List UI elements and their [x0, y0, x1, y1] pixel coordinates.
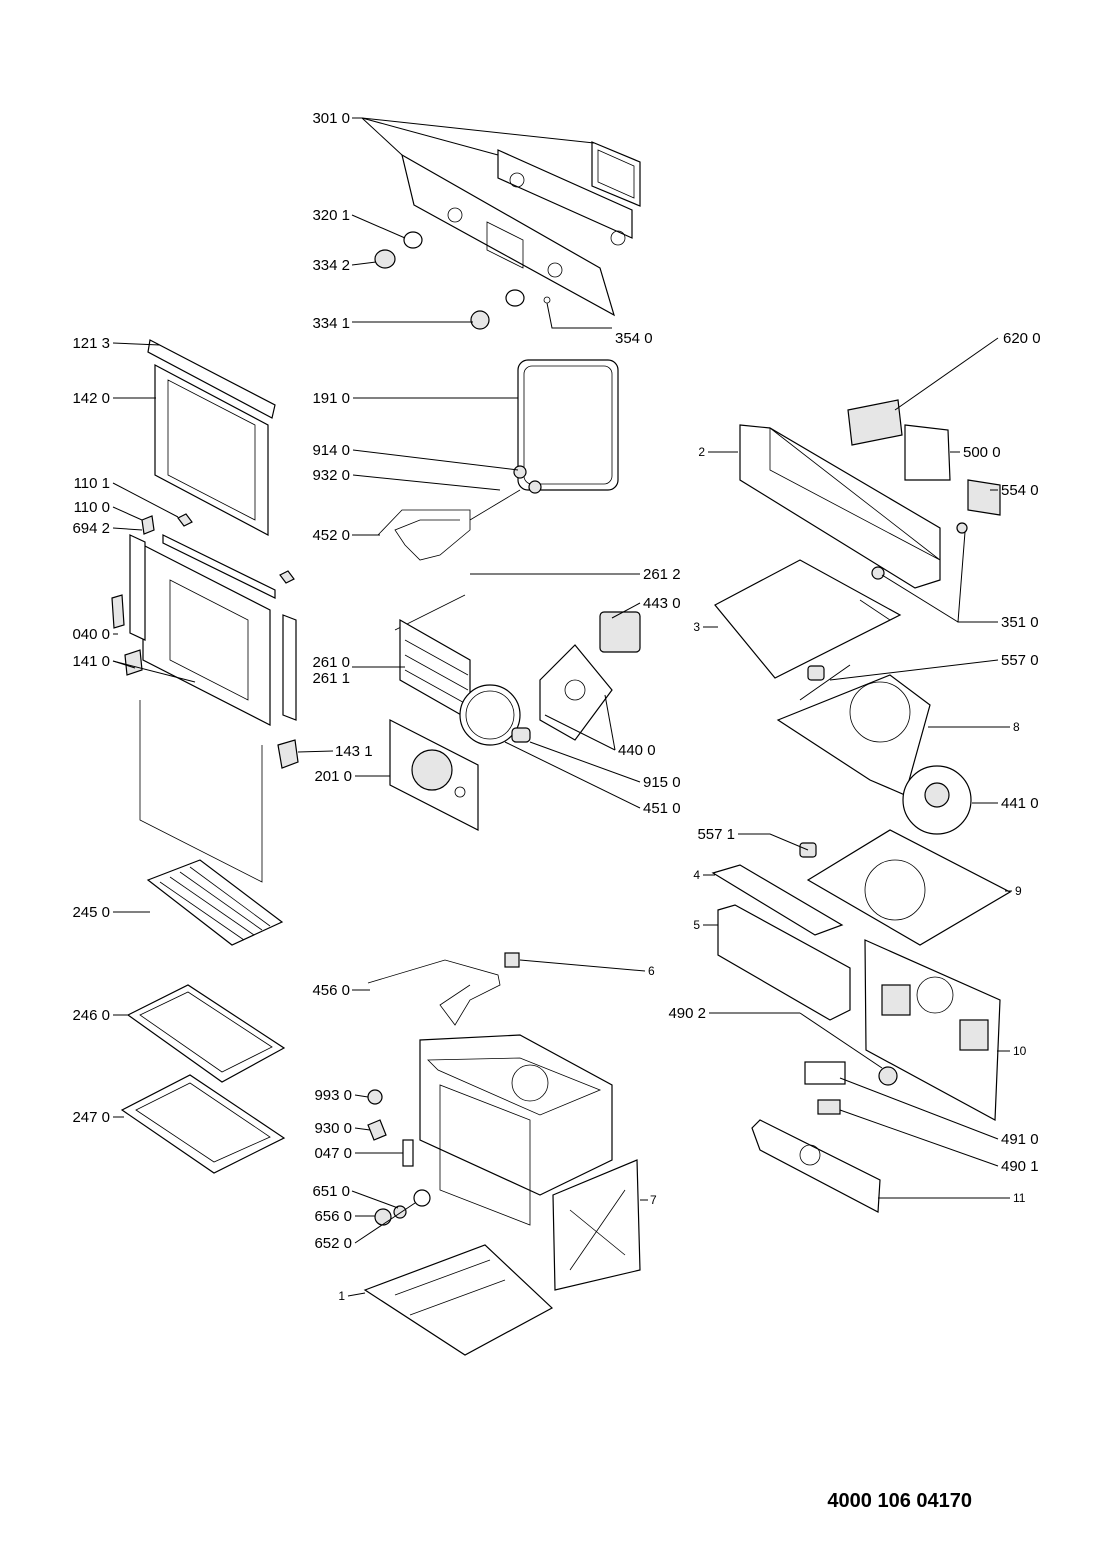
callout-labels: 301 0 320 1 334 2 334 1 354 0 121 3 142 …	[72, 110, 1040, 1303]
callout: 930 0	[314, 1120, 352, 1137]
callout: 11	[1013, 1191, 1026, 1205]
side-bracket-part	[711, 864, 851, 1021]
callout: 8	[1013, 720, 1020, 734]
callout: 201 0	[314, 768, 352, 785]
callout: 915 0	[643, 774, 681, 791]
callout: 191 0	[312, 390, 350, 407]
callout: 4	[693, 868, 700, 882]
callout: 9	[1015, 884, 1022, 898]
callout: 261 1	[312, 670, 350, 687]
control-knob-part	[374, 231, 525, 330]
control-board-part	[751, 1119, 881, 1213]
oven-cavity-part	[419, 1034, 613, 1226]
callout: 320 1	[312, 207, 350, 224]
callout: 932 0	[312, 467, 350, 484]
callout: 10	[1013, 1044, 1027, 1058]
document-number: 4000 106 04170	[827, 1490, 972, 1512]
callout: 557 1	[697, 826, 735, 843]
oven-rack-part	[146, 859, 284, 946]
callout: 452 0	[312, 527, 350, 544]
fan-motor-part	[459, 611, 641, 746]
callout: 261 0	[312, 654, 350, 671]
callout: 2	[698, 445, 705, 459]
callout: 334 2	[312, 257, 350, 274]
callout: 554 0	[1001, 482, 1039, 499]
callout: 441 0	[1001, 795, 1039, 812]
callout: 247 0	[72, 1109, 110, 1126]
callout: 5	[693, 918, 700, 932]
callout: 121 3	[72, 335, 110, 352]
door-glass-part	[129, 339, 297, 883]
callout: 993 0	[314, 1087, 352, 1104]
callout: 651 0	[312, 1183, 350, 1200]
callout: 656 0	[314, 1208, 352, 1225]
callout: 040 0	[72, 626, 110, 643]
callout: 620 0	[1003, 330, 1041, 347]
back-wall-part	[864, 939, 1001, 1121]
side-rails-part	[394, 594, 471, 722]
callout: 557 0	[1001, 652, 1039, 669]
callout: 456 0	[312, 982, 350, 999]
selector-switch-part	[804, 1061, 898, 1115]
callout: 142 0	[72, 390, 110, 407]
callout: 490 1	[1001, 1158, 1039, 1175]
callout: 500 0	[963, 444, 1001, 461]
callout: 110 1	[74, 475, 110, 492]
rear-panel-part	[389, 719, 479, 831]
callout: 6	[648, 964, 655, 978]
callout: 047 0	[314, 1145, 352, 1162]
callout: 246 0	[72, 1007, 110, 1024]
baking-tray-part	[126, 984, 286, 1083]
control-panel-part	[401, 141, 641, 317]
callout: 440 0	[618, 742, 656, 759]
side-panel-part	[552, 1159, 641, 1291]
callout: 3	[693, 620, 700, 634]
cooling-housing-part	[739, 399, 1001, 589]
callout: 143 1	[335, 743, 373, 760]
callout: 7	[650, 1193, 657, 1207]
callout: 443 0	[643, 595, 681, 612]
callout: 301 0	[312, 110, 350, 127]
duct-plate-part	[714, 559, 902, 679]
callout: 1	[338, 1289, 345, 1303]
drip-tray-part	[120, 1074, 286, 1174]
bottom-element-part	[367, 952, 520, 1026]
callout: 141 0	[72, 653, 110, 670]
callout: 261 2	[643, 566, 681, 583]
grill-element-part	[377, 465, 542, 561]
small-fittings-part	[111, 515, 431, 1226]
callout: 354 0	[615, 330, 653, 347]
callout: 914 0	[312, 442, 350, 459]
callout: 694 2	[72, 520, 110, 537]
callout: 490 2	[668, 1005, 706, 1022]
fan-housing-part	[776, 674, 931, 796]
callout: 245 0	[72, 904, 110, 921]
door-gasket-part	[517, 359, 619, 491]
callout: 652 0	[314, 1235, 352, 1252]
base-plate-part	[363, 1244, 554, 1356]
top-plate-part	[806, 829, 1012, 946]
leader-lines	[112, 117, 1012, 1297]
callout: 334 1	[312, 315, 350, 332]
callout: 351 0	[1001, 614, 1039, 631]
thermostat-part	[799, 665, 825, 858]
callout: 491 0	[1001, 1131, 1039, 1148]
callout: 110 0	[74, 499, 110, 516]
callout: 451 0	[643, 800, 681, 817]
cooling-fan-part	[902, 765, 972, 835]
